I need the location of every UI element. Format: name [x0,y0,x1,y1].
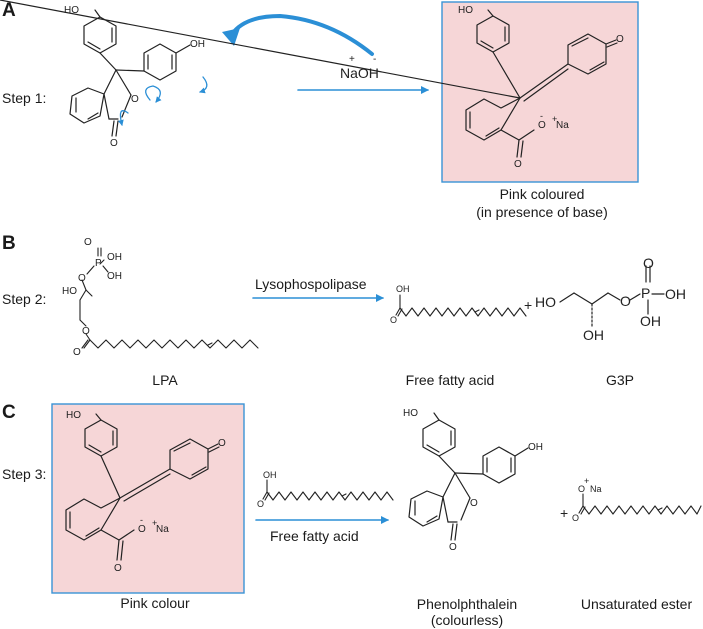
step-2-label: Step 2: [2,291,47,307]
atom-o-quinone-c: O [218,438,226,449]
atom-o-ester-2: O [572,513,579,523]
unsaturated-ester-structure [578,493,702,515]
electron-arrow-a2 [145,85,162,103]
panel-a-product-box [441,1,639,183]
panel-c-letter: C [2,402,16,423]
product-caption-line2: (in presence of base) [476,204,608,220]
atom-ho-lpa: HO [62,286,77,297]
atom-ho-c2: HO [403,408,418,419]
atom-oh-lpa-2: OH [107,271,122,282]
atom-o-g3p-2: O [643,255,654,271]
atom-oh-lpa-1: OH [107,252,122,263]
atom-oh-c2: OH [528,442,543,453]
atom-ho-a2: HO [458,5,473,16]
product-caption-line1: Pink coloured [499,186,585,202]
atom-o-ffa-b: O [390,315,397,325]
phenolphthalein-structure-a [69,9,191,137]
atom-o-carbonyl-c2: O [449,542,457,553]
naoh-attack-arrowhead [222,28,240,46]
quinoid-structure-a [0,0,618,158]
lpa-label: LPA [152,372,178,388]
atom-o-carbonyl-c: O [114,563,122,574]
free-fatty-acid-label: Free fatty acid [405,372,495,388]
atom-ho-g3p: HO [535,294,556,310]
charge-plus-a: + [552,114,557,124]
quinoid-structure-c [65,413,220,561]
atom-na-ester: Na [590,484,602,494]
naoh-minus-charge: - [373,54,376,65]
panel-b-letter: B [2,233,16,254]
atom-o-ffa-c: O [257,499,264,509]
free-fatty-acid-structure-c [262,479,394,501]
plus-sign-c: + [560,505,568,521]
step-1-label: Step 1: [2,90,47,106]
atom-na-a: Na [556,120,569,131]
enzyme-label: Lysophospolipase [255,276,367,292]
atom-oh-g3p-1: OH [665,286,686,302]
phenolphthalein-structure-c [408,412,529,541]
atom-o-carbonyl-a2: O [514,159,522,170]
atom-oh-g3p-3: OH [583,327,604,343]
atom-o-lpa-2: O [78,273,86,284]
atom-o-lactone-a: O [131,94,139,105]
atom-o-carboxylate-c: O [138,524,146,535]
charge-minus-c: - [140,515,143,525]
atom-oh-ffa-c: OH [263,470,277,480]
atom-ho-a1: HO [64,5,79,16]
electron-arrow-a1 [199,76,208,94]
g3p-label: G3P [605,372,634,388]
atom-o-lpa-4: O [73,347,81,358]
pink-colour-caption: Pink colour [120,595,190,611]
plus-sign-b: + [524,297,532,313]
atom-p-lpa: P [95,258,102,269]
g3p-structure [559,265,665,327]
atom-o-carbonyl-a: O [110,138,118,149]
atom-oh-a1: OH [190,39,205,50]
atom-oh-g3p-2: OH [640,313,661,329]
panel-c-reactant-box [51,403,245,594]
atom-o-lactone-c: O [470,498,478,509]
unsaturated-ester-caption: Unsaturated ester [580,596,693,612]
free-fatty-acid-structure-b [395,294,527,317]
naoh-plus-charge: + [349,54,355,65]
charge-minus-a: - [540,111,543,121]
atom-o-carboxylate-a: O [538,120,546,131]
step3-reagent-label: Free fatty acid [270,528,359,544]
charge-plus-ester: + [584,476,589,486]
lpa-structure [79,247,259,349]
step-3-label: Step 3: [2,466,47,482]
electron-arrow-a3 [117,110,129,126]
atom-oh-ffa-b: OH [396,284,410,294]
panel-a-letter: A [2,0,16,21]
atom-o-lpa-3: O [82,326,90,337]
phenolphthalein-caption-line2: (colourless) [430,612,504,628]
atom-na-c: Na [156,524,169,535]
charge-plus-c: + [152,518,157,528]
atom-o-ester: O [578,484,585,494]
naoh-attack-arrow [230,14,374,56]
atom-ho-c1: HO [66,410,81,421]
phenolphthalein-caption-line1: Phenolphthalein [416,596,518,612]
atom-o-lpa-1: O [84,237,92,248]
atom-p-g3p: P [641,285,650,301]
atom-o-g3p-1: O [620,293,631,309]
atom-o-quinone-a: O [616,34,624,45]
